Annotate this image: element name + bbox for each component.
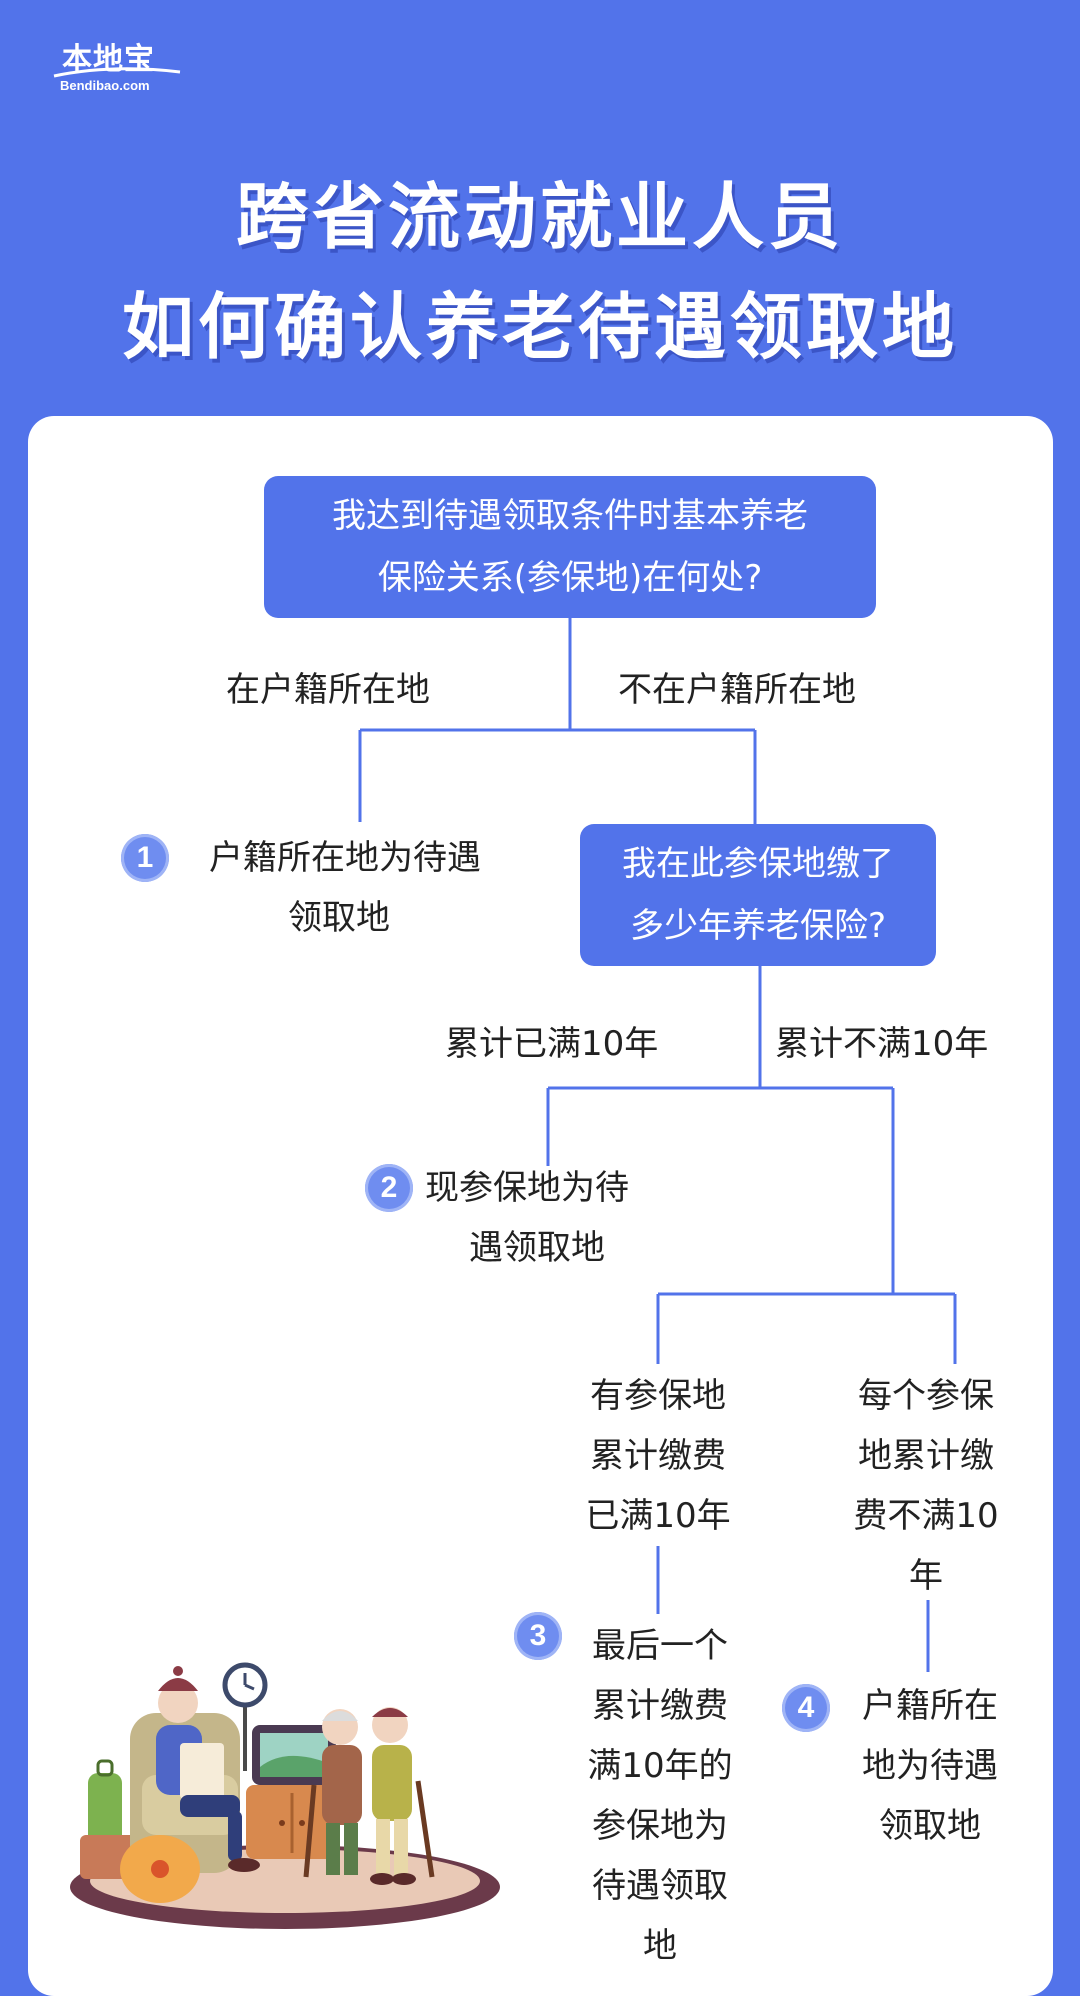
result-3-number-badge: 3 — [514, 1612, 562, 1660]
branch-label-not-in-hukou: 不在户籍所在地 — [618, 670, 856, 710]
result-4-text: 户籍所在 地为待遇 领取地 — [840, 1676, 1020, 1856]
result-3-line3: 满10年的 — [587, 1746, 733, 1786]
result-3-line1: 最后一个 — [592, 1626, 728, 1666]
question-2-line2: 多少年养老保险? — [629, 906, 887, 946]
result-2-text: 现参保地为待 遇领取地 — [425, 1158, 675, 1278]
page-title-line2: 如何确认养老待遇领取地 — [121, 285, 958, 369]
condition-4-line2: 地累计缴 — [858, 1436, 994, 1476]
result-3-line6: 地 — [643, 1926, 677, 1966]
question-box-2: 我在此参保地缴了 多少年养老保险? — [580, 824, 936, 966]
condition-3-line2: 累计缴费 — [590, 1436, 726, 1476]
result-1-line1: 户籍所在地为待遇 — [209, 838, 481, 878]
question-2-line1: 我在此参保地缴了 — [622, 844, 894, 884]
elderly-people-illustration — [70, 1662, 500, 1929]
condition-3-line1: 有参保地 — [590, 1376, 726, 1416]
result-4-line3: 领取地 — [879, 1806, 981, 1846]
condition-4-text: 每个参保 地累计缴 费不满10 年 — [826, 1366, 1026, 1606]
result-4-number-badge: 4 — [782, 1684, 830, 1732]
result-3-line4: 参保地为 — [592, 1806, 728, 1846]
condition-4-line4: 年 — [909, 1556, 943, 1596]
result-3-text: 最后一个 累计缴费 满10年的 参保地为 待遇领取 地 — [570, 1616, 750, 1976]
question-1-line2: 保险关系(参保地)在何处? — [377, 558, 763, 598]
result-1-text: 户籍所在地为待遇 领取地 — [180, 828, 510, 948]
logo-swoosh-icon — [53, 67, 181, 78]
branch-label-over-10-years: 累计已满10年 — [445, 1024, 659, 1064]
condition-3-text: 有参保地 累计缴费 已满10年 — [538, 1366, 778, 1546]
result-1-line2: 领取地 — [288, 898, 390, 938]
result-3-line5: 待遇领取 — [592, 1866, 728, 1906]
result-2-line1: 现参保地为待 — [425, 1168, 629, 1208]
result-4-line2: 地为待遇 — [862, 1746, 998, 1786]
result-4-line1: 户籍所在 — [862, 1686, 998, 1726]
branch-label-in-hukou: 在户籍所在地 — [226, 670, 430, 710]
result-2-number-badge: 2 — [365, 1164, 413, 1212]
bendibao-logo: 本地宝 Bendibao.com — [52, 34, 182, 96]
branch-label-under-10-years: 累计不满10年 — [775, 1024, 989, 1064]
result-3-line2: 累计缴费 — [592, 1686, 728, 1726]
condition-4-line3: 费不满10 — [853, 1496, 999, 1536]
condition-3-line3: 已满10年 — [585, 1496, 731, 1536]
logo-subtitle: Bendibao.com — [60, 78, 150, 93]
page-title-line1: 跨省流动就业人员 — [235, 175, 844, 259]
result-2-line2: 遇领取地 — [469, 1228, 605, 1268]
question-box-1: 我达到待遇领取条件时基本养老 保险关系(参保地)在何处? — [264, 476, 876, 618]
question-1-line1: 我达到待遇领取条件时基本养老 — [332, 496, 808, 536]
condition-4-line1: 每个参保 — [858, 1376, 994, 1416]
result-1-number-badge: 1 — [121, 834, 169, 882]
